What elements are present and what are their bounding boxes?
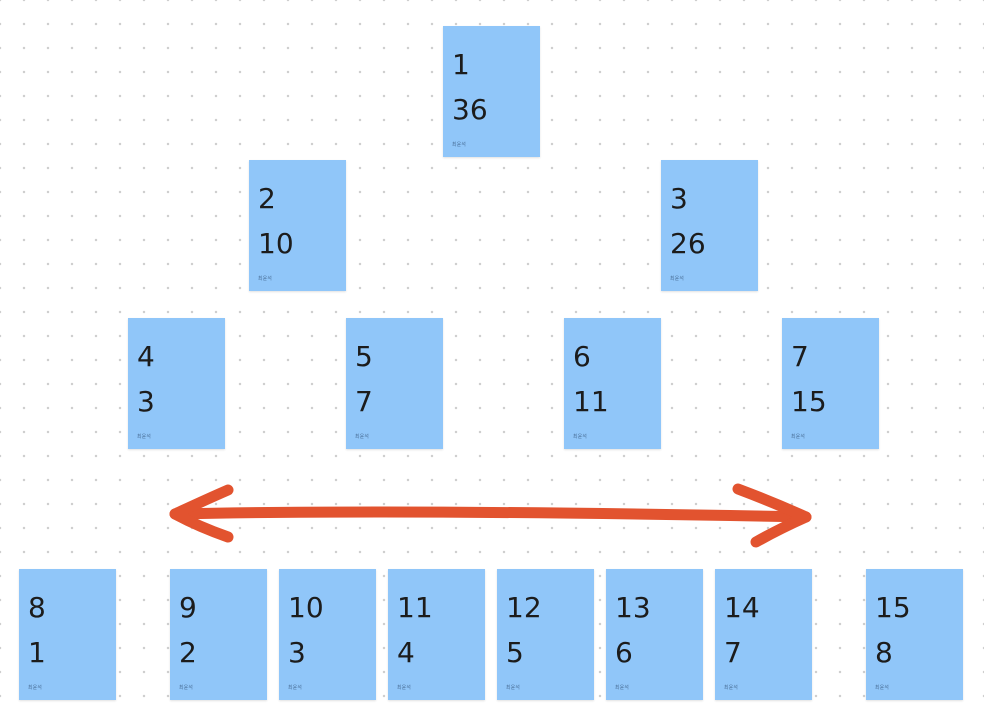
note-id: 8 (28, 591, 46, 624)
note-id: 6 (573, 340, 591, 373)
note-author: 최윤석 (506, 685, 520, 691)
note-value: 11 (573, 385, 609, 418)
note-value: 8 (875, 636, 893, 669)
sticky-note-4[interactable]: 4 3 최윤석 (128, 318, 225, 449)
note-value: 1 (28, 636, 46, 669)
arrow-right-head (732, 483, 812, 548)
sticky-note-13[interactable]: 13 6 최윤석 (606, 569, 703, 700)
note-id: 15 (875, 591, 911, 624)
sticky-note-9[interactable]: 9 2 최윤석 (170, 569, 267, 700)
note-author: 최윤석 (137, 434, 151, 440)
arrow-left-head (169, 484, 234, 543)
note-id: 3 (670, 182, 688, 215)
sticky-note-15[interactable]: 15 8 최윤석 (866, 569, 963, 700)
note-value: 7 (724, 636, 742, 669)
note-author: 최윤석 (670, 276, 684, 282)
note-value: 15 (791, 385, 827, 418)
note-value: 3 (137, 385, 155, 418)
note-id: 7 (791, 340, 809, 373)
note-author: 최윤석 (397, 685, 411, 691)
sticky-note-11[interactable]: 11 4 최윤석 (388, 569, 485, 700)
note-id: 2 (258, 182, 276, 215)
note-author: 최윤석 (288, 685, 302, 691)
sticky-note-10[interactable]: 10 3 최윤석 (279, 569, 376, 700)
note-value: 6 (615, 636, 633, 669)
note-value: 3 (288, 636, 306, 669)
note-id: 10 (288, 591, 324, 624)
note-author: 최윤석 (258, 276, 272, 282)
note-value: 36 (452, 93, 488, 126)
note-id: 5 (355, 340, 373, 373)
sticky-note-8[interactable]: 8 1 최윤석 (19, 569, 116, 700)
note-value: 2 (179, 636, 197, 669)
note-author: 최윤석 (875, 685, 889, 691)
note-value: 26 (670, 227, 706, 260)
arrow-stroke-group (169, 483, 812, 548)
note-author: 최윤석 (724, 685, 738, 691)
note-author: 최윤석 (355, 434, 369, 440)
sticky-note-3[interactable]: 3 26 최윤석 (661, 160, 758, 291)
note-value: 10 (258, 227, 294, 260)
sticky-note-7[interactable]: 7 15 최윤석 (782, 318, 879, 449)
sticky-note-12[interactable]: 12 5 최윤석 (497, 569, 594, 700)
note-author: 최윤석 (615, 685, 629, 691)
note-value: 5 (506, 636, 524, 669)
note-author: 최윤석 (452, 142, 466, 148)
sticky-note-2[interactable]: 2 10 최윤석 (249, 160, 346, 291)
note-id: 1 (452, 48, 470, 81)
note-author: 최윤석 (573, 434, 587, 440)
note-author: 최윤석 (179, 685, 193, 691)
note-id: 12 (506, 591, 542, 624)
sticky-note-6[interactable]: 6 11 최윤석 (564, 318, 661, 449)
note-author: 최윤석 (791, 434, 805, 440)
note-value: 7 (355, 385, 373, 418)
note-value: 4 (397, 636, 415, 669)
sticky-note-1[interactable]: 1 36 최윤석 (443, 26, 540, 157)
note-id: 11 (397, 591, 433, 624)
sticky-note-5[interactable]: 5 7 최윤석 (346, 318, 443, 449)
note-id: 13 (615, 591, 651, 624)
note-id: 9 (179, 591, 197, 624)
note-id: 14 (724, 591, 760, 624)
note-id: 4 (137, 340, 155, 373)
arrow-shaft (169, 506, 812, 523)
sticky-note-14[interactable]: 14 7 최윤석 (715, 569, 812, 700)
note-author: 최윤석 (28, 685, 42, 691)
